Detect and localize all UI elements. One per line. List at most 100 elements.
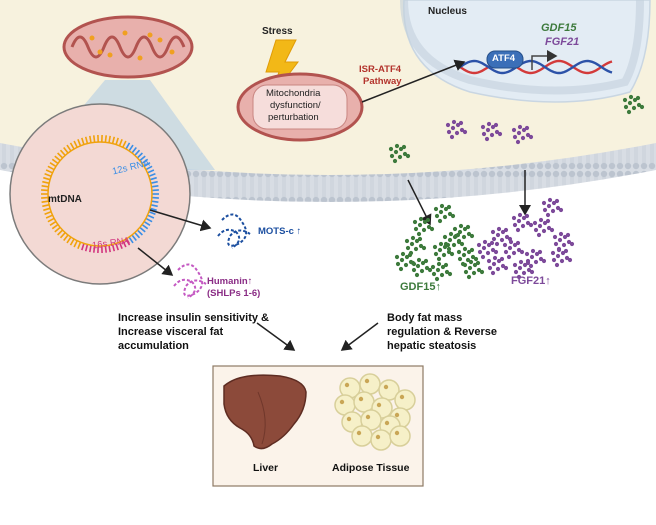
protein-dot-cluster-icon [622,94,645,115]
arrow-to-gdf15-cluster [407,179,432,226]
mtdna-ring-tick [128,236,134,244]
mtdna-ring-tick [42,180,50,184]
mtdna-ring-tick [104,245,107,253]
mtdna-ring-tick [104,135,107,143]
mito-granule-icon [147,32,153,38]
mtdna-ring-tick [150,204,158,208]
protein-dot-cluster-icon [480,121,503,142]
mtdna-ring-tick [139,226,146,233]
mtdna-ring-tick [143,162,151,168]
mtdna-ring-tick [43,176,51,181]
mtdna-ring-tick [131,147,137,154]
mots-c-label: MOTS-c ↑ [258,226,302,237]
mtdna-ring-tick [69,238,75,246]
mtdna-ring-tick [139,155,146,162]
adipocyte-icon [353,391,375,413]
mtdna-ring-tick [115,137,119,145]
mtdna-ring-tick [44,211,52,215]
mtdna-ring-tick [148,173,156,177]
mtdna-ring-tick [57,152,64,159]
mtdna-ring-tick [115,243,119,251]
mtdna-ring-tick [63,234,69,241]
mtdna-ring-tick [149,176,157,181]
mtdna-ring-tick [66,144,72,152]
protein-dot-cluster-icon [388,143,411,164]
mtdna-ring-tick [41,196,49,199]
mtdna-ring-tick [131,234,137,241]
mtdna-ring-tick [81,137,85,145]
protein-dot-cluster-icon [550,247,573,268]
adipocyte-icon [359,373,381,395]
mito-granule-icon [137,55,143,61]
adipocyte-nucleus [358,396,364,402]
mito-dysfunction-line-1: Mitochondria [266,88,321,99]
mito-granule-icon [97,49,103,55]
nucleus [400,0,651,103]
protein-dot-cluster-icon [394,251,417,272]
mtdna-ring-tick [118,241,123,249]
mtdna-ring-tick [125,238,131,246]
adipocyte-nucleus [365,414,371,420]
mtdna-ring-tick [57,229,64,236]
pathway-label-line-1: ISR-ATF4 [359,64,402,75]
mtdna-ring-tick [77,241,82,249]
mtdna-ring-tick [149,207,157,212]
protein-dot-cluster-icon [412,216,435,237]
mtdna-ring-tick [73,140,78,148]
mtdna-ring-tick [77,139,82,147]
humanin-label-line-2: (SHLPs 1-6) [207,288,261,299]
mtdna-ring-tick [89,135,92,143]
adipocyte-nucleus [339,399,345,405]
mtdna-ring-tick [89,245,92,253]
mtdna-ring-tick [44,173,52,177]
mtdna-ring-tick [150,180,158,184]
adipocyte-nucleus [383,384,389,390]
mtdna-ring-tick [81,243,85,251]
protein-dot-cluster-icon [511,124,534,145]
protein-dot-cluster-icon [433,203,456,224]
fgf21-gene-label: FGF21 [545,36,580,48]
mtdna-ring-tick [151,200,159,203]
protein-dot-cluster-icon [404,235,427,256]
mtdna-ring-tick [45,214,53,219]
mtdna-ring-tick [69,142,75,150]
mtdna-ring-tick [51,223,59,230]
mtdna-ring-tick [59,149,66,156]
mtdna-ring-tick [49,162,57,168]
mtdna-ring-tick [134,149,141,156]
mtdna-ring-tick [45,169,53,174]
mtdna-ring-tick [148,211,156,215]
protein-dot-cluster-icon [452,223,475,244]
arrow-right-to-tissue [340,322,379,351]
protein-dot-cluster-icon [430,261,453,282]
mtdna-ring-tick [73,240,78,248]
adipocyte-icon [360,409,382,431]
protein-dot-cluster-icon [512,259,535,280]
effect-left-line-3: accumulation [118,340,189,352]
mtdna-ring-tick [147,169,155,174]
mtdna-ring-tick [128,144,134,152]
mtdna-ring-tick [151,196,159,199]
mtdna-ring-tick [118,139,123,147]
mtdna-ring-tick [41,200,49,203]
protein-dot-cluster-icon [410,257,433,278]
arrow-mtdna-to-humanin [137,247,174,276]
protein-dot-cluster-icon [442,231,465,252]
protein-dot-cluster-icon [524,248,547,269]
effect-left-line-1: Increase insulin sensitivity & [118,312,270,324]
mtdna-ring-tick [54,226,61,233]
protein-dot-cluster-icon [552,231,575,252]
mtdna-ring-tick [84,136,89,144]
protein-dot-cluster-icon [541,197,564,218]
mtdna-ring-tick [111,244,116,252]
mtdna-ring-tick [108,245,111,253]
secreted-factor-clusters [388,94,645,282]
mots-c-peptide-icon [217,213,251,249]
mtdna-ring-tick [147,214,155,219]
adipocyte-nucleus [344,382,350,388]
stress-label: Stress [262,26,293,37]
mtdna-ring-tick [141,158,149,165]
adipocyte-icon [394,389,416,411]
protein-dot-cluster-icon [486,255,509,276]
nucleus-label: Nucleus [428,6,467,17]
